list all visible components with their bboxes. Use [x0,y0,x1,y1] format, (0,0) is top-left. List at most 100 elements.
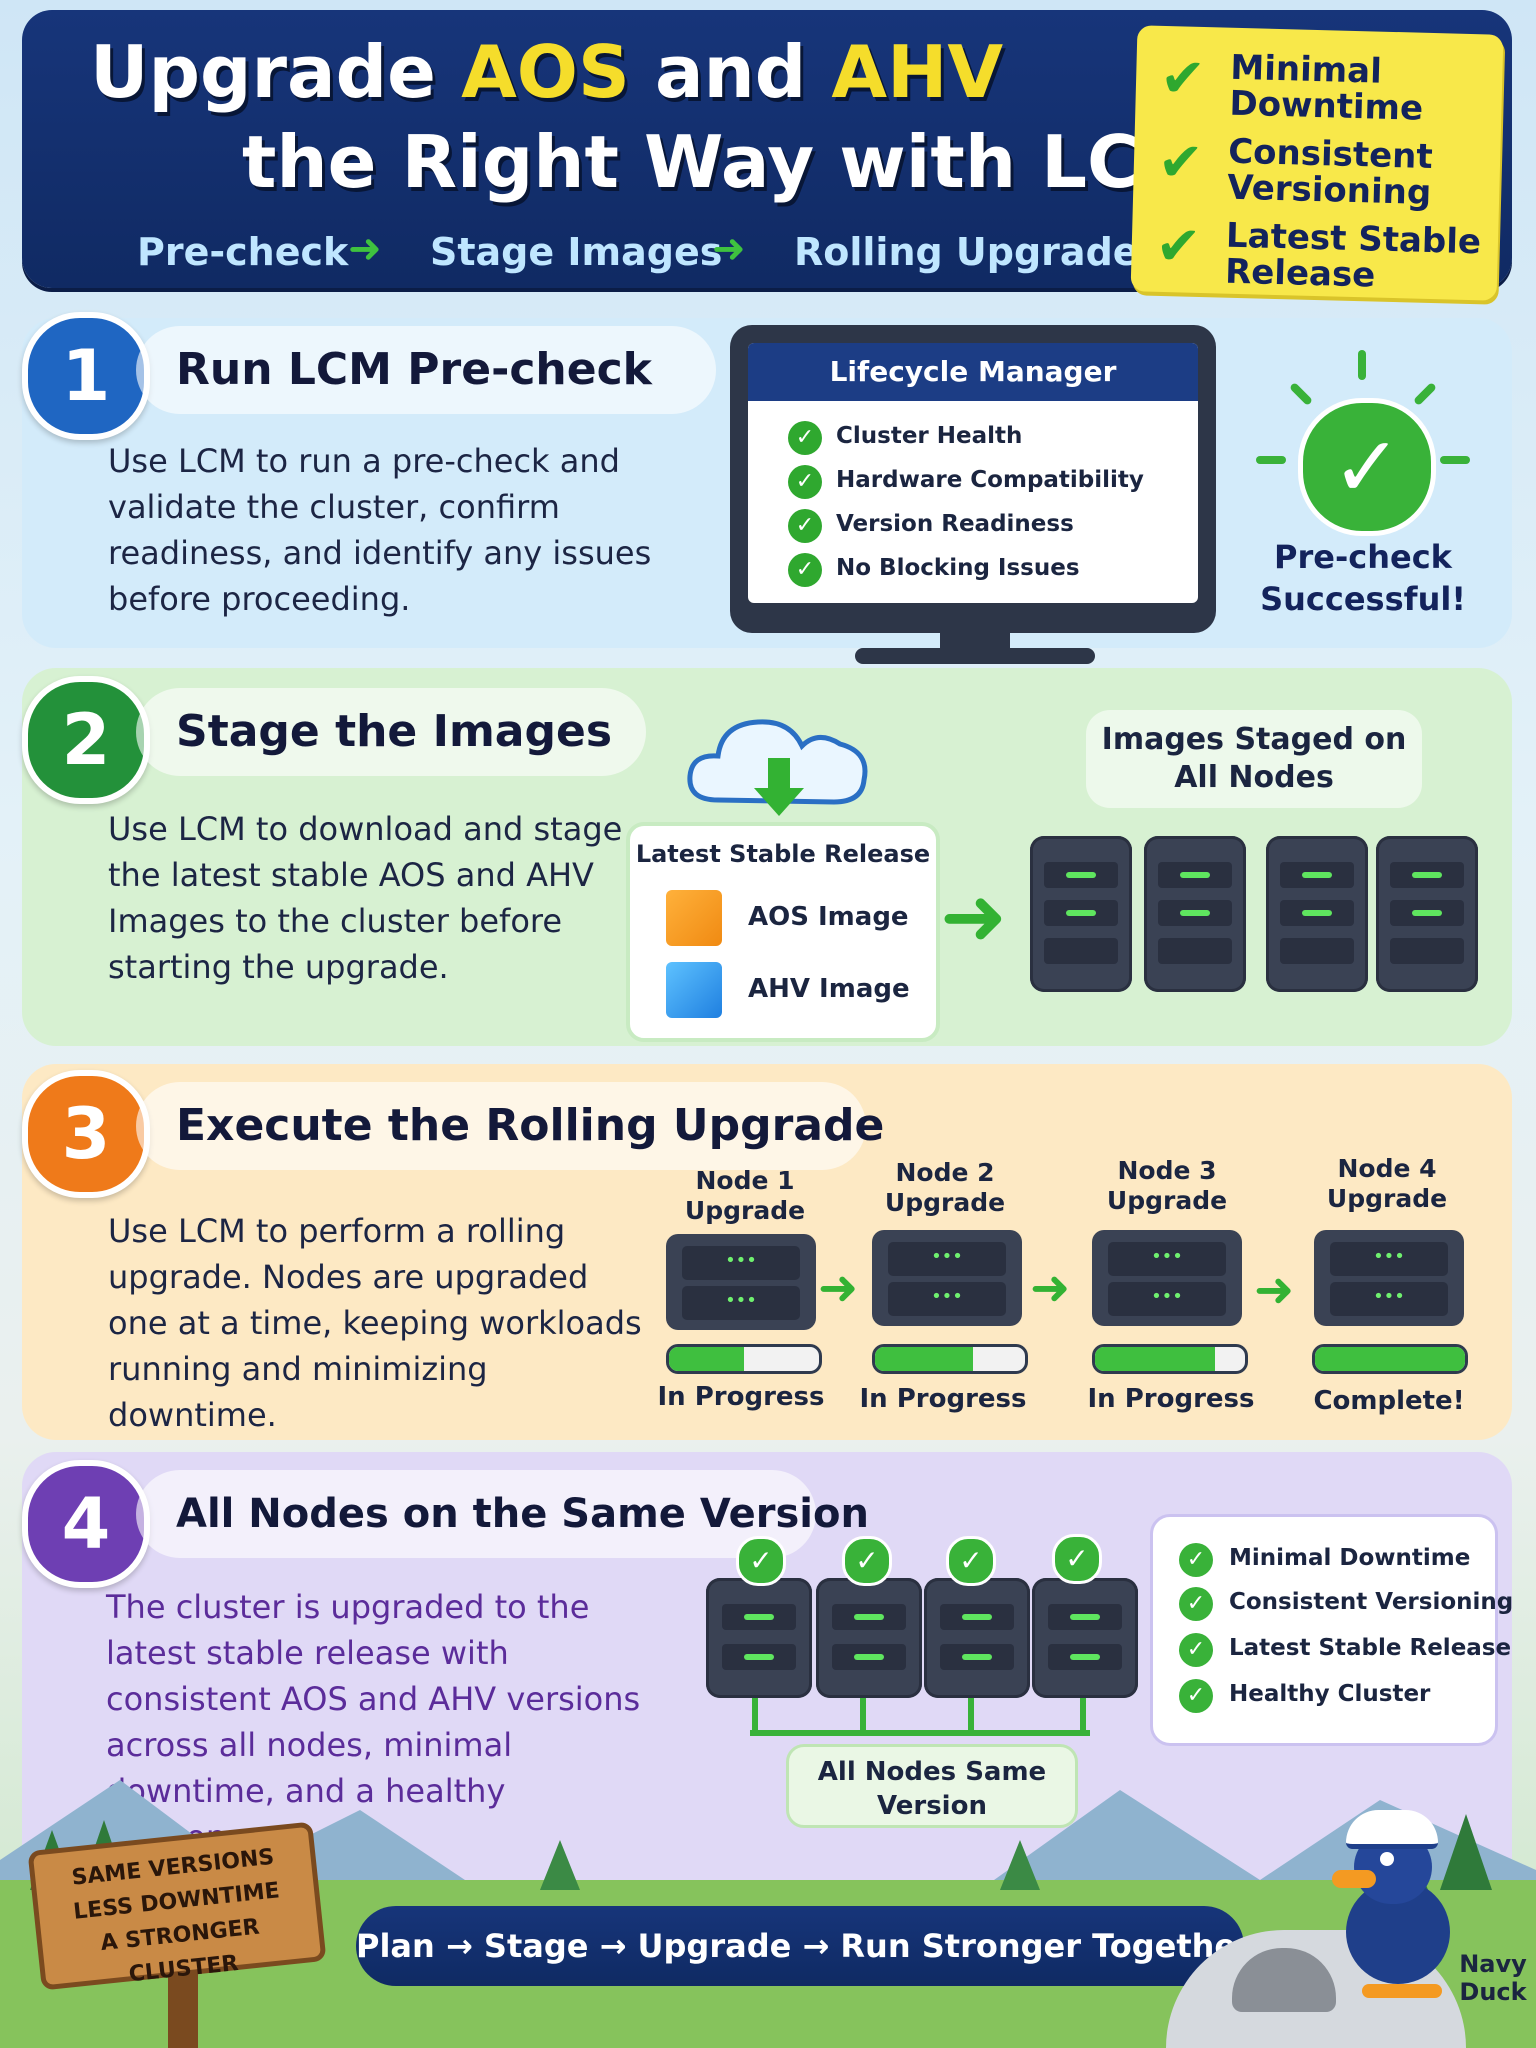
sparkle-ray [1358,350,1366,380]
sticky-note: ✔ Minimal Downtime ✔ Consistent Versioni… [1130,25,1504,301]
release-title: Latest Stable Release [635,840,931,868]
page-title-line-2: the Right Way with LCM [242,120,1212,204]
node-status: In Progress [1087,1384,1255,1414]
progress-fill [1095,1347,1215,1371]
check-icon: ✓ [788,421,822,455]
image-label-ahv: AHV Image [748,974,910,1004]
benefits-card: ✓ Minimal Downtime ✓ Consistent Versioning… [1150,1514,1513,1746]
flow-step-stage: Stage Images [430,230,723,274]
sign-text: SAME VERSIONS LESS DOWNTIME A STRONGER C… [70,1844,281,1988]
node-label: Node 3 Upgrade [1106,1156,1228,1215]
check-icon: ✔ [1159,45,1207,111]
server-rack-icon [1144,836,1246,992]
duck-eye [1380,1852,1394,1866]
note-item-label: Latest Stable Release [1224,215,1482,296]
monitor-screen: Lifecycle Manager ✓ Cluster Health ✓ Hardw… [748,343,1198,603]
benefit-item: ✓ Healthy Cluster [1179,1675,1489,1721]
check-icon: ✓ [1179,1679,1213,1713]
flow-step-precheck: Pre-check [137,230,349,274]
connector-bus [750,1730,1090,1736]
section-title-same-version: All Nodes on the Same Version [136,1470,869,1558]
progress-fill [1315,1347,1465,1371]
progress-fill [669,1347,744,1371]
arrow-right-icon: ➜ [1030,1260,1071,1316]
node-server-icon: •••••• [1092,1230,1242,1326]
progress-bar [1312,1344,1468,1374]
check-icon: ✓ [736,1536,786,1586]
monitor-base [855,648,1095,664]
step-number-4: 4 [22,1460,150,1588]
check-icon: ✓ [788,553,822,587]
duck-feet [1362,1984,1442,1998]
check-icon: ✓ [1179,1587,1213,1621]
check-icon: ✔ [1157,129,1205,195]
check-row: ✓ Cluster Health [788,417,1188,461]
arrow-right-icon: ➜ [1254,1262,1295,1318]
check-row: ✓Version Readiness [788,505,1188,549]
cloud-download-icon [687,719,868,816]
ahv-cube-icon [666,962,722,1018]
node-server-icon: •••••• [872,1230,1022,1326]
section-description-stage: Use LCM to download and stage the latest… [108,810,623,986]
server-rack-icon [816,1578,922,1698]
node-label: Node 1 Upgrade [684,1166,806,1225]
benefit-item: ✓ Latest Stable Release [1179,1629,1511,1675]
check-label: Cluster Health [836,423,1023,449]
section-title-rolling: Execute the Rolling Upgrade [136,1082,884,1170]
check-icon: ✓ [1179,1633,1213,1667]
sailor-hat-icon [1346,1810,1438,1849]
page-title-line-1: Upgrade AOS and AHV [90,30,1004,114]
check-icon: ✓ [842,1536,892,1586]
note-item: ✔ Minimal Downtime [1159,42,1501,131]
benefit-label: Healthy Cluster [1229,1681,1431,1707]
arrow-right-icon: ➜ [818,1260,859,1316]
precheck-status: Pre-check Successful! [1260,538,1466,618]
server-rack-icon [924,1578,1030,1698]
benefit-label: Minimal Downtime [1229,1545,1471,1571]
check-row: ✓ Hardware Compatibility [788,461,1188,505]
server-rack-icon [706,1578,812,1698]
sparkle-ray [1440,456,1470,464]
arrow-right-icon: ➜ [712,226,746,272]
monitor-title: Lifecycle Manager [748,343,1198,401]
connector-line [1080,1690,1086,1734]
server-rack-icon [1030,836,1132,992]
section-title-stage: Stage the Images [136,688,646,776]
check-icon: ✓ [946,1536,996,1586]
node-label: Node 4 Upgrade [1326,1154,1448,1213]
precheck-success-icon: ✓ [1298,398,1436,536]
arrow-right-icon: ➜ [940,870,1008,963]
mascot-label: Navy Duck [1459,1950,1527,2006]
note-item: ✔ Consistent Versioning [1157,126,1499,215]
note-item: ✔ Latest Stable Release [1155,210,1497,299]
progress-bar [1092,1344,1248,1374]
footer-text: Plan → Stage → Upgrade → Run Stronger To… [356,1927,1252,1965]
progress-bar [666,1344,822,1374]
check-label: Hardware Compatibility [836,467,1144,493]
lcm-monitor: Lifecycle Manager ✓ Cluster Health ✓ Hardw… [730,325,1216,633]
section-description-same-version: The cluster is upgraded to the latest st… [106,1588,641,1856]
step-number-3: 3 [22,1070,150,1198]
server-rack-icon [1376,836,1478,992]
duck-beak [1332,1870,1376,1888]
footer-banner: Plan → Stage → Upgrade → Run Stronger To… [356,1906,1252,1986]
node-status: In Progress [657,1382,825,1412]
benefit-label: Consistent Versioning [1229,1589,1514,1615]
node-label: Node 2 Upgrade [884,1158,1006,1217]
note-item-label: Consistent Versioning [1226,131,1434,213]
sparkle-ray [1256,456,1286,464]
connector-line [860,1690,866,1734]
check-label: Version Readiness [836,511,1074,537]
progress-bar [872,1344,1028,1374]
server-rack-icon [1266,836,1368,992]
section-description-rolling: Use LCM to perform a rolling upgrade. No… [108,1212,642,1434]
node-status: Complete! [1313,1386,1465,1416]
connector-line [752,1690,758,1734]
benefit-label: Latest Stable Release [1229,1635,1512,1661]
check-row: ✓No Blocking Issues [788,549,1188,593]
release-card: Latest Stable Release AOS Image AHV Imag… [626,822,940,1042]
benefit-item: ✓ Consistent Versioning [1179,1583,1513,1629]
section-title-precheck: Run LCM Pre-check [136,326,716,414]
node-server-icon: •••••• [666,1234,816,1330]
check-icon: ✓ [788,465,822,499]
